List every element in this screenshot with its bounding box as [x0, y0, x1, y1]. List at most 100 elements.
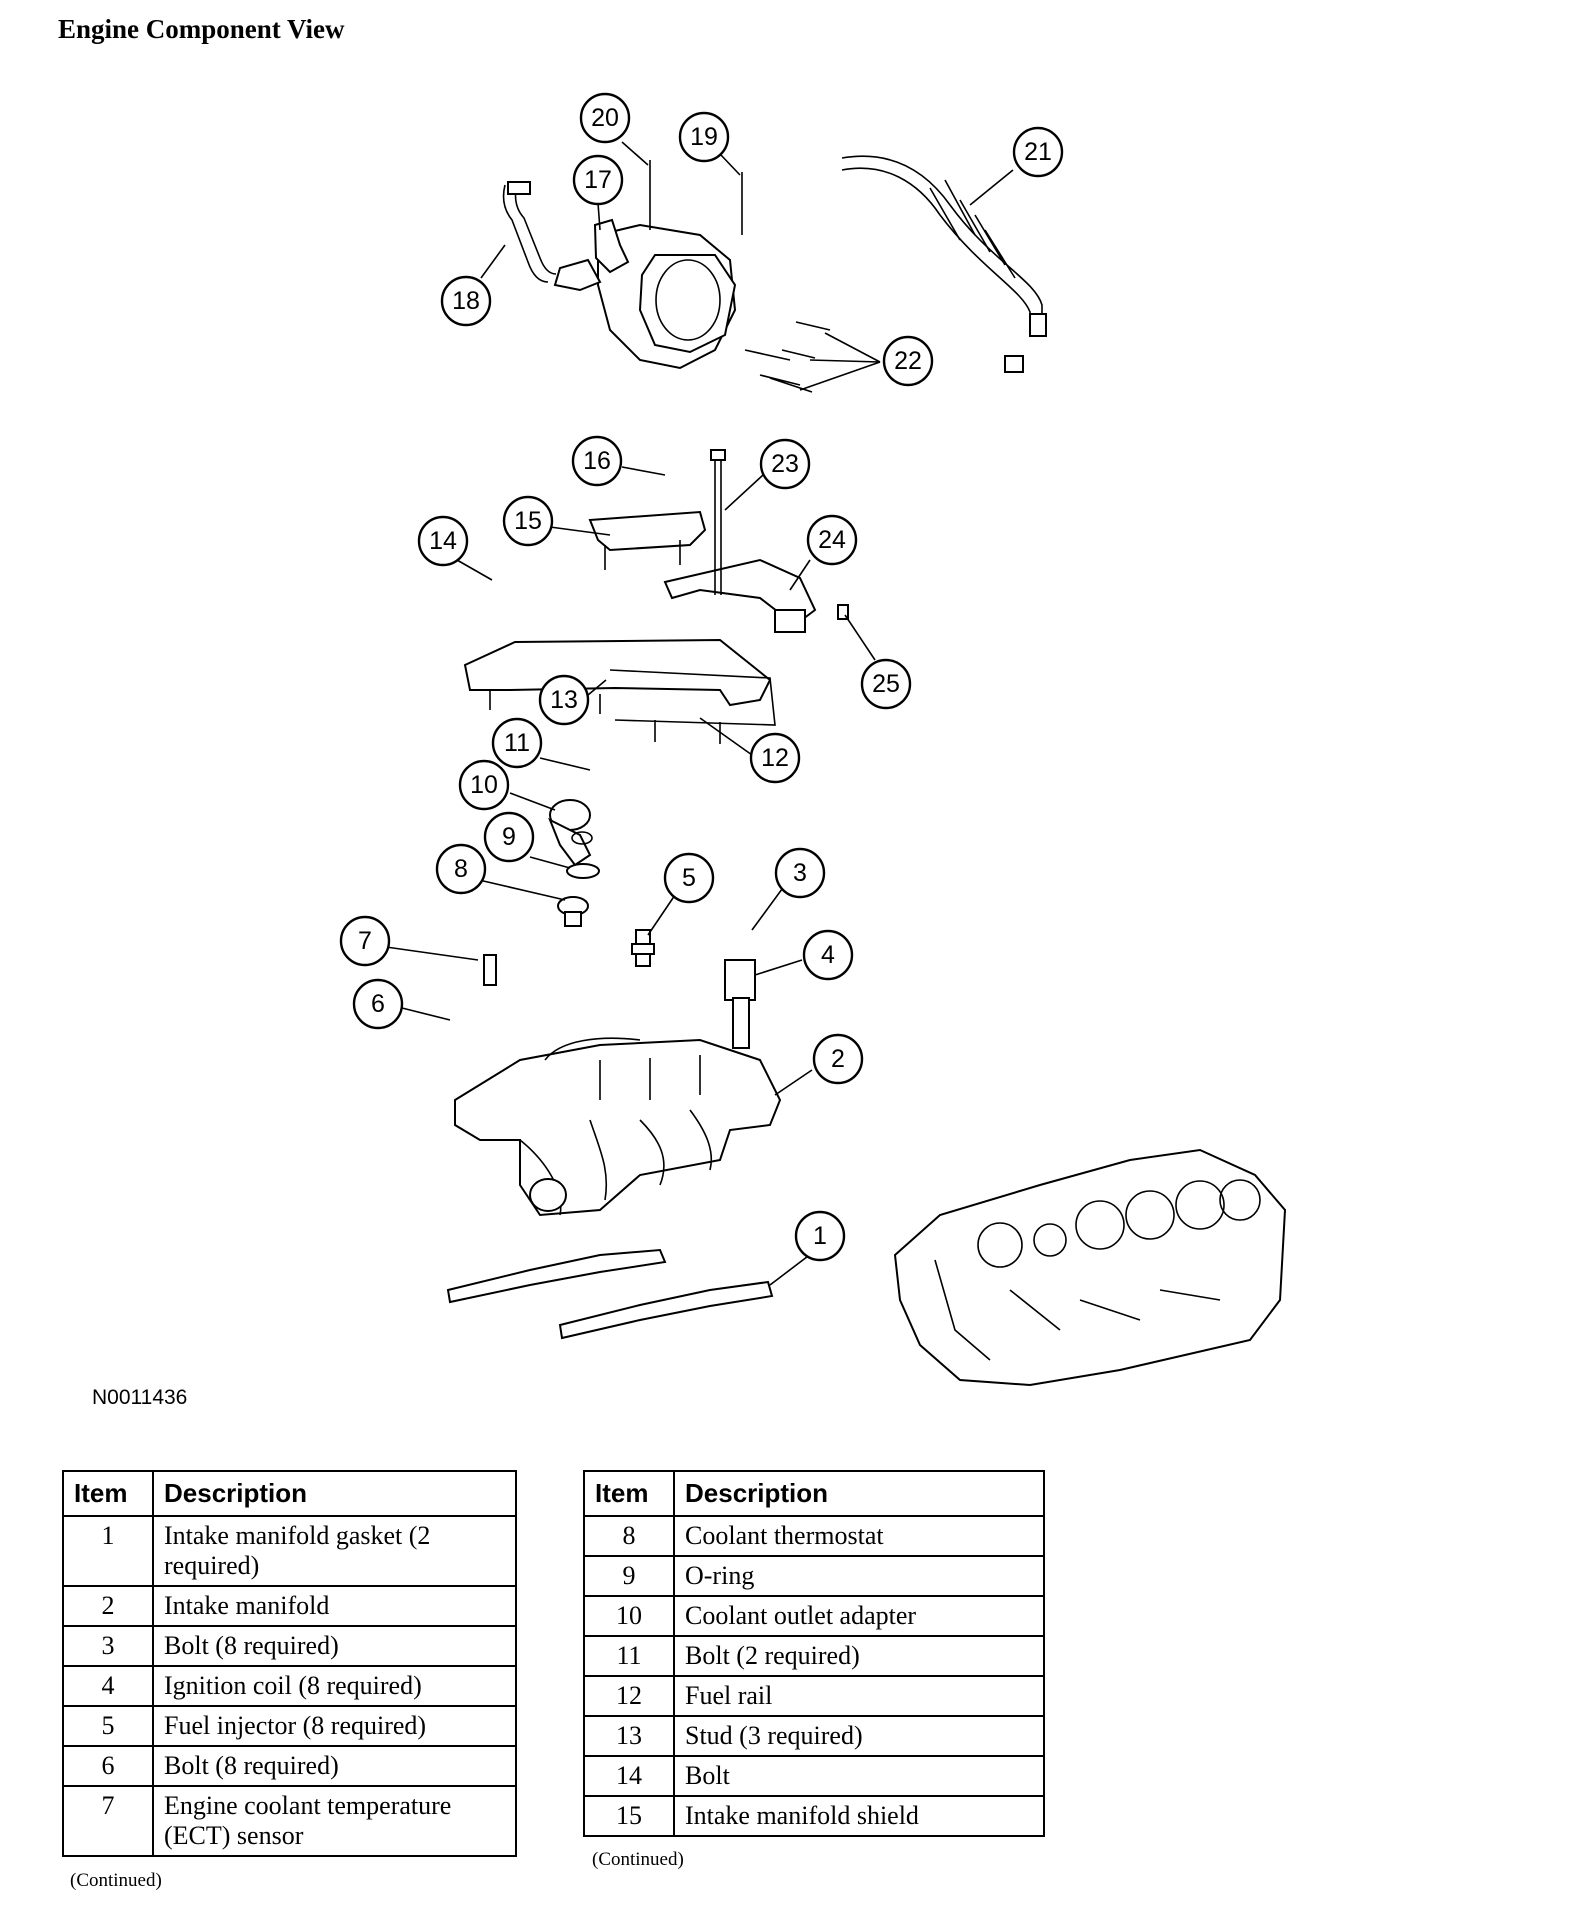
header-item: Item — [62, 1470, 154, 1517]
callout-20: 20 — [579, 92, 631, 144]
svg-text:17: 17 — [584, 166, 612, 194]
item-description: Bolt (2 required) — [673, 1635, 1045, 1677]
part-coolant-outlet — [548, 799, 593, 867]
callout-22: 22 — [882, 335, 934, 387]
svg-text:6: 6 — [371, 990, 385, 1018]
callout-9: 9 — [483, 811, 535, 863]
callout-15: 15 — [502, 495, 554, 547]
table-header-row: Item Description — [62, 1470, 517, 1517]
callout-19: 19 — [678, 111, 730, 163]
part-throttle-body — [553, 223, 737, 370]
header-description: Description — [673, 1470, 1045, 1517]
item-description: Ignition coil (8 required) — [152, 1665, 517, 1707]
item-number: 14 — [583, 1755, 675, 1797]
item-description: Bolt — [673, 1755, 1045, 1797]
item-description: Intake manifold gasket (2 required) — [152, 1515, 517, 1587]
svg-text:2: 2 — [831, 1045, 845, 1073]
part-intake-shield — [588, 510, 707, 570]
item-number: 7 — [62, 1785, 154, 1857]
item-number: 13 — [583, 1715, 675, 1757]
callout-11: 11 — [491, 717, 543, 769]
svg-text:7: 7 — [358, 927, 372, 955]
callout-21: 21 — [1012, 126, 1064, 178]
page-title: Engine Component View — [58, 14, 345, 44]
engine-exploded-diagram: 1 2 3 4 5 6 7 8 9 10 11 12 13 14 15 16 1… — [339, 92, 1287, 1387]
svg-text:21: 21 — [1024, 138, 1052, 166]
part-intake-manifold — [454, 1037, 782, 1217]
item-description: Coolant outlet adapter — [673, 1595, 1045, 1637]
callout-1: 1 — [794, 1210, 846, 1262]
item-description: Coolant thermostat — [673, 1515, 1045, 1557]
callout-18: 18 — [440, 275, 492, 327]
callout-14: 14 — [417, 515, 469, 567]
svg-text:12: 12 — [761, 744, 789, 772]
svg-text:13: 13 — [550, 686, 578, 714]
item-number: 8 — [583, 1515, 675, 1557]
item-number: 2 — [62, 1585, 154, 1627]
svg-text:9: 9 — [502, 823, 516, 851]
svg-text:14: 14 — [429, 527, 457, 555]
item-description: Fuel injector (8 required) — [152, 1705, 517, 1747]
callout-4: 4 — [802, 929, 854, 981]
item-number: 5 — [62, 1705, 154, 1747]
part-ect-sensor — [483, 954, 497, 986]
item-number: 6 — [62, 1745, 154, 1787]
callout-13: 13 — [538, 674, 590, 726]
item-description: Intake manifold shield — [673, 1795, 1045, 1837]
svg-text:18: 18 — [452, 287, 480, 315]
part-o-ring — [566, 863, 600, 879]
svg-text:4: 4 — [821, 941, 835, 969]
figure-id: N0011436 — [92, 1386, 188, 1409]
part-vacuum-tube — [502, 181, 557, 283]
header-description: Description — [152, 1470, 517, 1517]
item-number: 3 — [62, 1625, 154, 1667]
callout-25: 25 — [860, 658, 912, 710]
part-ignition-coil — [724, 959, 756, 1049]
svg-text:3: 3 — [793, 859, 807, 887]
svg-text:10: 10 — [470, 771, 498, 799]
item-number: 11 — [583, 1635, 675, 1677]
callout-17: 17 — [572, 154, 624, 206]
item-number: 15 — [583, 1795, 675, 1837]
callout-3: 3 — [774, 847, 826, 899]
part-engine-block — [893, 1148, 1287, 1387]
item-description: Fuel rail — [673, 1675, 1045, 1717]
header-item: Item — [583, 1470, 675, 1517]
svg-text:11: 11 — [504, 729, 530, 757]
part-manifold-gaskets — [446, 1248, 774, 1340]
svg-text:1: 1 — [813, 1222, 827, 1250]
part-thermostat — [557, 896, 589, 927]
svg-text:20: 20 — [591, 104, 619, 132]
callout-2: 2 — [812, 1033, 864, 1085]
svg-text:25: 25 — [872, 670, 900, 698]
callout-8: 8 — [435, 843, 487, 895]
callout-6: 6 — [352, 978, 404, 1030]
callout-23: 23 — [759, 438, 811, 490]
table-header-row: Item Description — [583, 1470, 1045, 1517]
svg-text:15: 15 — [514, 507, 542, 535]
callout-16: 16 — [571, 435, 623, 487]
svg-text:8: 8 — [454, 855, 468, 883]
continued-note-right: (Continued) — [592, 1849, 684, 1870]
item-description: O-ring — [673, 1555, 1045, 1597]
item-number: 9 — [583, 1555, 675, 1597]
item-description: Stud (3 required) — [673, 1715, 1045, 1757]
callout-12: 12 — [749, 732, 801, 784]
leader-lines — [385, 141, 1014, 1286]
part-bolt-long — [710, 449, 726, 595]
callout-24: 24 — [806, 514, 858, 566]
item-number: 10 — [583, 1595, 675, 1637]
svg-text:22: 22 — [894, 347, 922, 375]
